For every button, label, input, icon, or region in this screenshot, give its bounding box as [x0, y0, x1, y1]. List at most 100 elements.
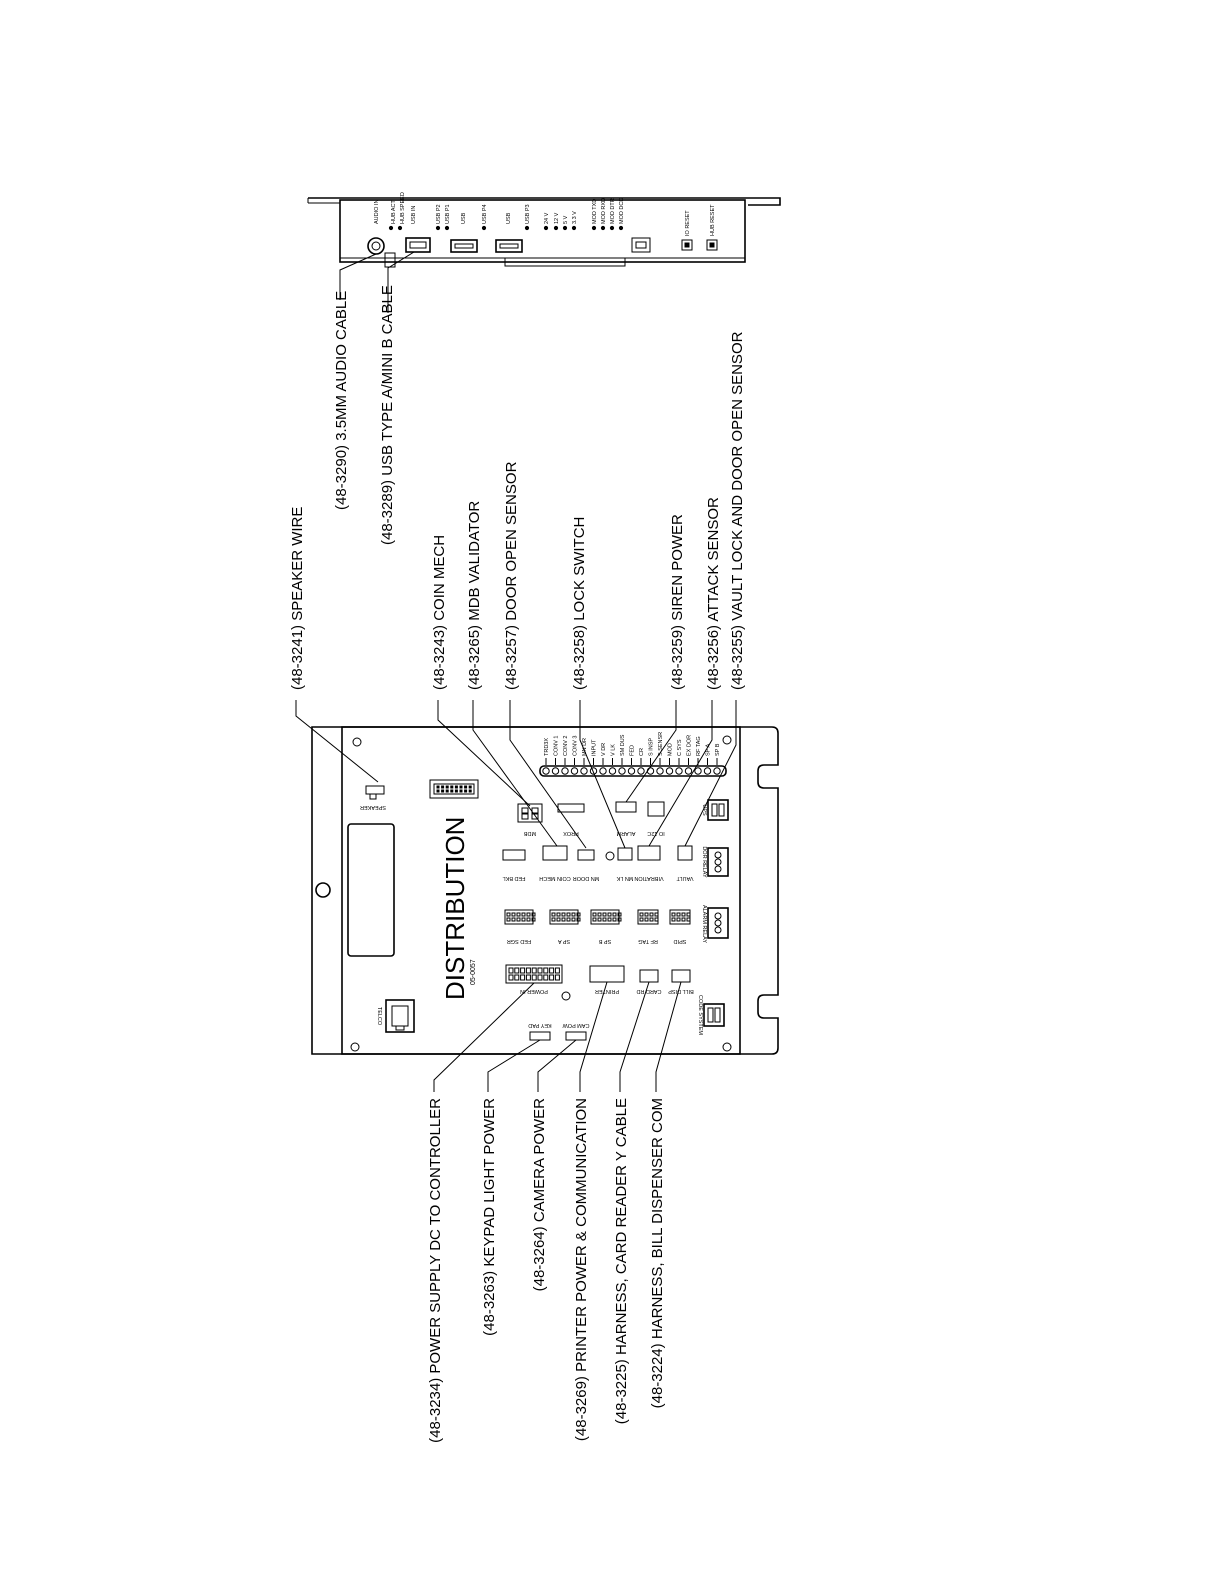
ups-connector: UPS: [701, 799, 729, 821]
usb-in-port: [405, 237, 431, 253]
callout-bottom: (48-3234) POWER SUPPLY DC TO CONTROLLER: [427, 1098, 444, 1443]
callout-bottom: (48-3224) HARNESS, BILL DISPENSER COM: [649, 1098, 666, 1408]
telco-label: TELCO: [376, 1007, 382, 1026]
sp-b-connector: SP B: [590, 909, 622, 944]
led: [551, 767, 560, 775]
hub-label: 24 V: [544, 212, 550, 224]
hub-label: AUDIO IN: [374, 200, 380, 224]
speaker-connector: SPEAKER: [360, 785, 386, 810]
fed-bkl-connector: FED BKL: [502, 849, 526, 881]
hub-label: HUB ACT: [391, 200, 397, 224]
vibration-connector: VIBRATION: [634, 845, 664, 881]
sp-a-connector: SP A: [549, 909, 581, 944]
hub-label: HUB SPEED: [400, 192, 406, 224]
led: [580, 767, 588, 775]
led-label: S INSP: [649, 738, 655, 756]
hub-label: MOD DTR: [610, 198, 616, 224]
callouts-bottom: (48-3234) POWER SUPPLY DC TO CONTROLLER (…: [427, 1098, 666, 1443]
led: [627, 767, 636, 775]
callout-right: (48-3243) COIN MECH: [431, 535, 448, 690]
callout-right: (48-3241) SPEAKER WIRE: [289, 507, 306, 690]
led-label: MN DR: [582, 738, 588, 756]
led: [665, 767, 674, 775]
callout-right: (48-3257) DOOR OPEN SENSOR: [503, 461, 520, 690]
led-label: CR: [639, 748, 645, 756]
led-label: MOD: [668, 743, 674, 756]
dor-relay-label: DOR RELAY: [701, 846, 707, 878]
hub-label: USB P3: [525, 204, 531, 224]
led: [570, 767, 579, 775]
led-label: V LK: [611, 744, 617, 756]
sp-a-label: SP A: [558, 938, 570, 944]
led-label: RF TAG: [696, 736, 702, 756]
led-label: CONV 2: [563, 736, 569, 756]
hub-label: USB: [506, 212, 512, 224]
led: [694, 767, 702, 775]
fed-sgr-label: FED SGR: [507, 938, 531, 944]
keypad-connector: KEY PAD: [528, 1022, 552, 1041]
printer-connector: PRINTER: [589, 965, 625, 994]
alarm-relay: ALARM RELAY: [701, 905, 729, 943]
hub-label: USB P1: [445, 204, 451, 224]
leader-lines: [295, 251, 737, 1092]
coin-mech-label: COIN MECH: [539, 875, 571, 881]
speaker-label: SPEAKER: [360, 804, 386, 810]
mdb-label: MDB: [524, 830, 537, 836]
i2c-connector: IO 12C: [647, 801, 665, 836]
led: [542, 767, 550, 775]
hub-label: USB: [461, 212, 467, 224]
mdb-connector: MDB: [517, 803, 543, 836]
ups-label: UPS: [701, 804, 707, 816]
hub-label: MOD RXD: [601, 198, 607, 224]
rf-tag-label: RF TAG: [638, 938, 658, 944]
corner-screws: [350, 735, 732, 1052]
alarm-label: ALARM: [616, 830, 635, 836]
callout-bottom: (48-3263) KEYPAD LIGHT POWER: [481, 1098, 498, 1336]
keypad-label: KEY PAD: [528, 1022, 551, 1028]
led-label: C SYS: [677, 739, 683, 756]
spid-connector: SPID: [669, 909, 691, 944]
led-label: EX DOR: [687, 735, 693, 756]
audio-in-jack: [367, 237, 385, 255]
led: [675, 767, 683, 775]
mn-lk-connector: MN LK: [616, 847, 633, 881]
usb-port-a1: [450, 239, 478, 253]
led: [703, 767, 712, 775]
io-reset-button: [681, 239, 693, 251]
sp-b-label: SP B: [598, 938, 611, 944]
led-label: SM DUS: [620, 734, 626, 756]
bill-disp-label: BILL DISP: [668, 988, 694, 994]
prox-connector: PROX: [557, 803, 585, 836]
led-label: SP B: [715, 743, 721, 756]
callout-right: (48-3290) 3.5MM AUDIO CABLE: [333, 291, 350, 510]
led: [713, 767, 721, 775]
dor-relay: DOR RELAY: [701, 846, 729, 878]
callout-bottom: (48-3269) PRINTER POWER & COMMUNICATION: [573, 1098, 590, 1441]
led-label: CONV 1: [554, 736, 560, 756]
led: [684, 767, 693, 775]
fed-sgr-connector: FED SGR: [504, 909, 536, 944]
led-label: INPUT: [592, 739, 598, 756]
hub-label: 12 V: [554, 212, 560, 224]
hub-label: IO RESET: [685, 210, 691, 236]
callout-right: (48-3255) VAULT LOCK AND DOOR OPEN SENSO…: [729, 331, 746, 690]
led-label: FED: [630, 745, 636, 756]
led: [637, 767, 645, 775]
hub-reset-button: [706, 239, 718, 251]
callout-bottom: (48-3225) HARNESS, CARD READER Y CABLE: [613, 1098, 630, 1424]
i2c-label: IO 12C: [647, 830, 664, 836]
callout-bottom: (48-3264) CAMERA POWER: [531, 1098, 548, 1292]
power-in-connector: POWER IN: [505, 964, 563, 994]
led: [599, 767, 607, 775]
code-system-connector: CODE SYSTEM: [697, 995, 725, 1035]
hub-label: 3.3 V: [572, 211, 578, 224]
led-label: V DR: [601, 743, 607, 756]
hub-label: USB IN: [411, 206, 417, 224]
vault-label: VAULT: [676, 875, 694, 881]
board-title-text: DISTRIBUTION: [440, 817, 470, 1000]
card-rd-label: CARD RD: [636, 988, 661, 994]
led-label: S SENSR: [658, 732, 664, 756]
led: [618, 767, 626, 775]
led: [561, 767, 569, 775]
